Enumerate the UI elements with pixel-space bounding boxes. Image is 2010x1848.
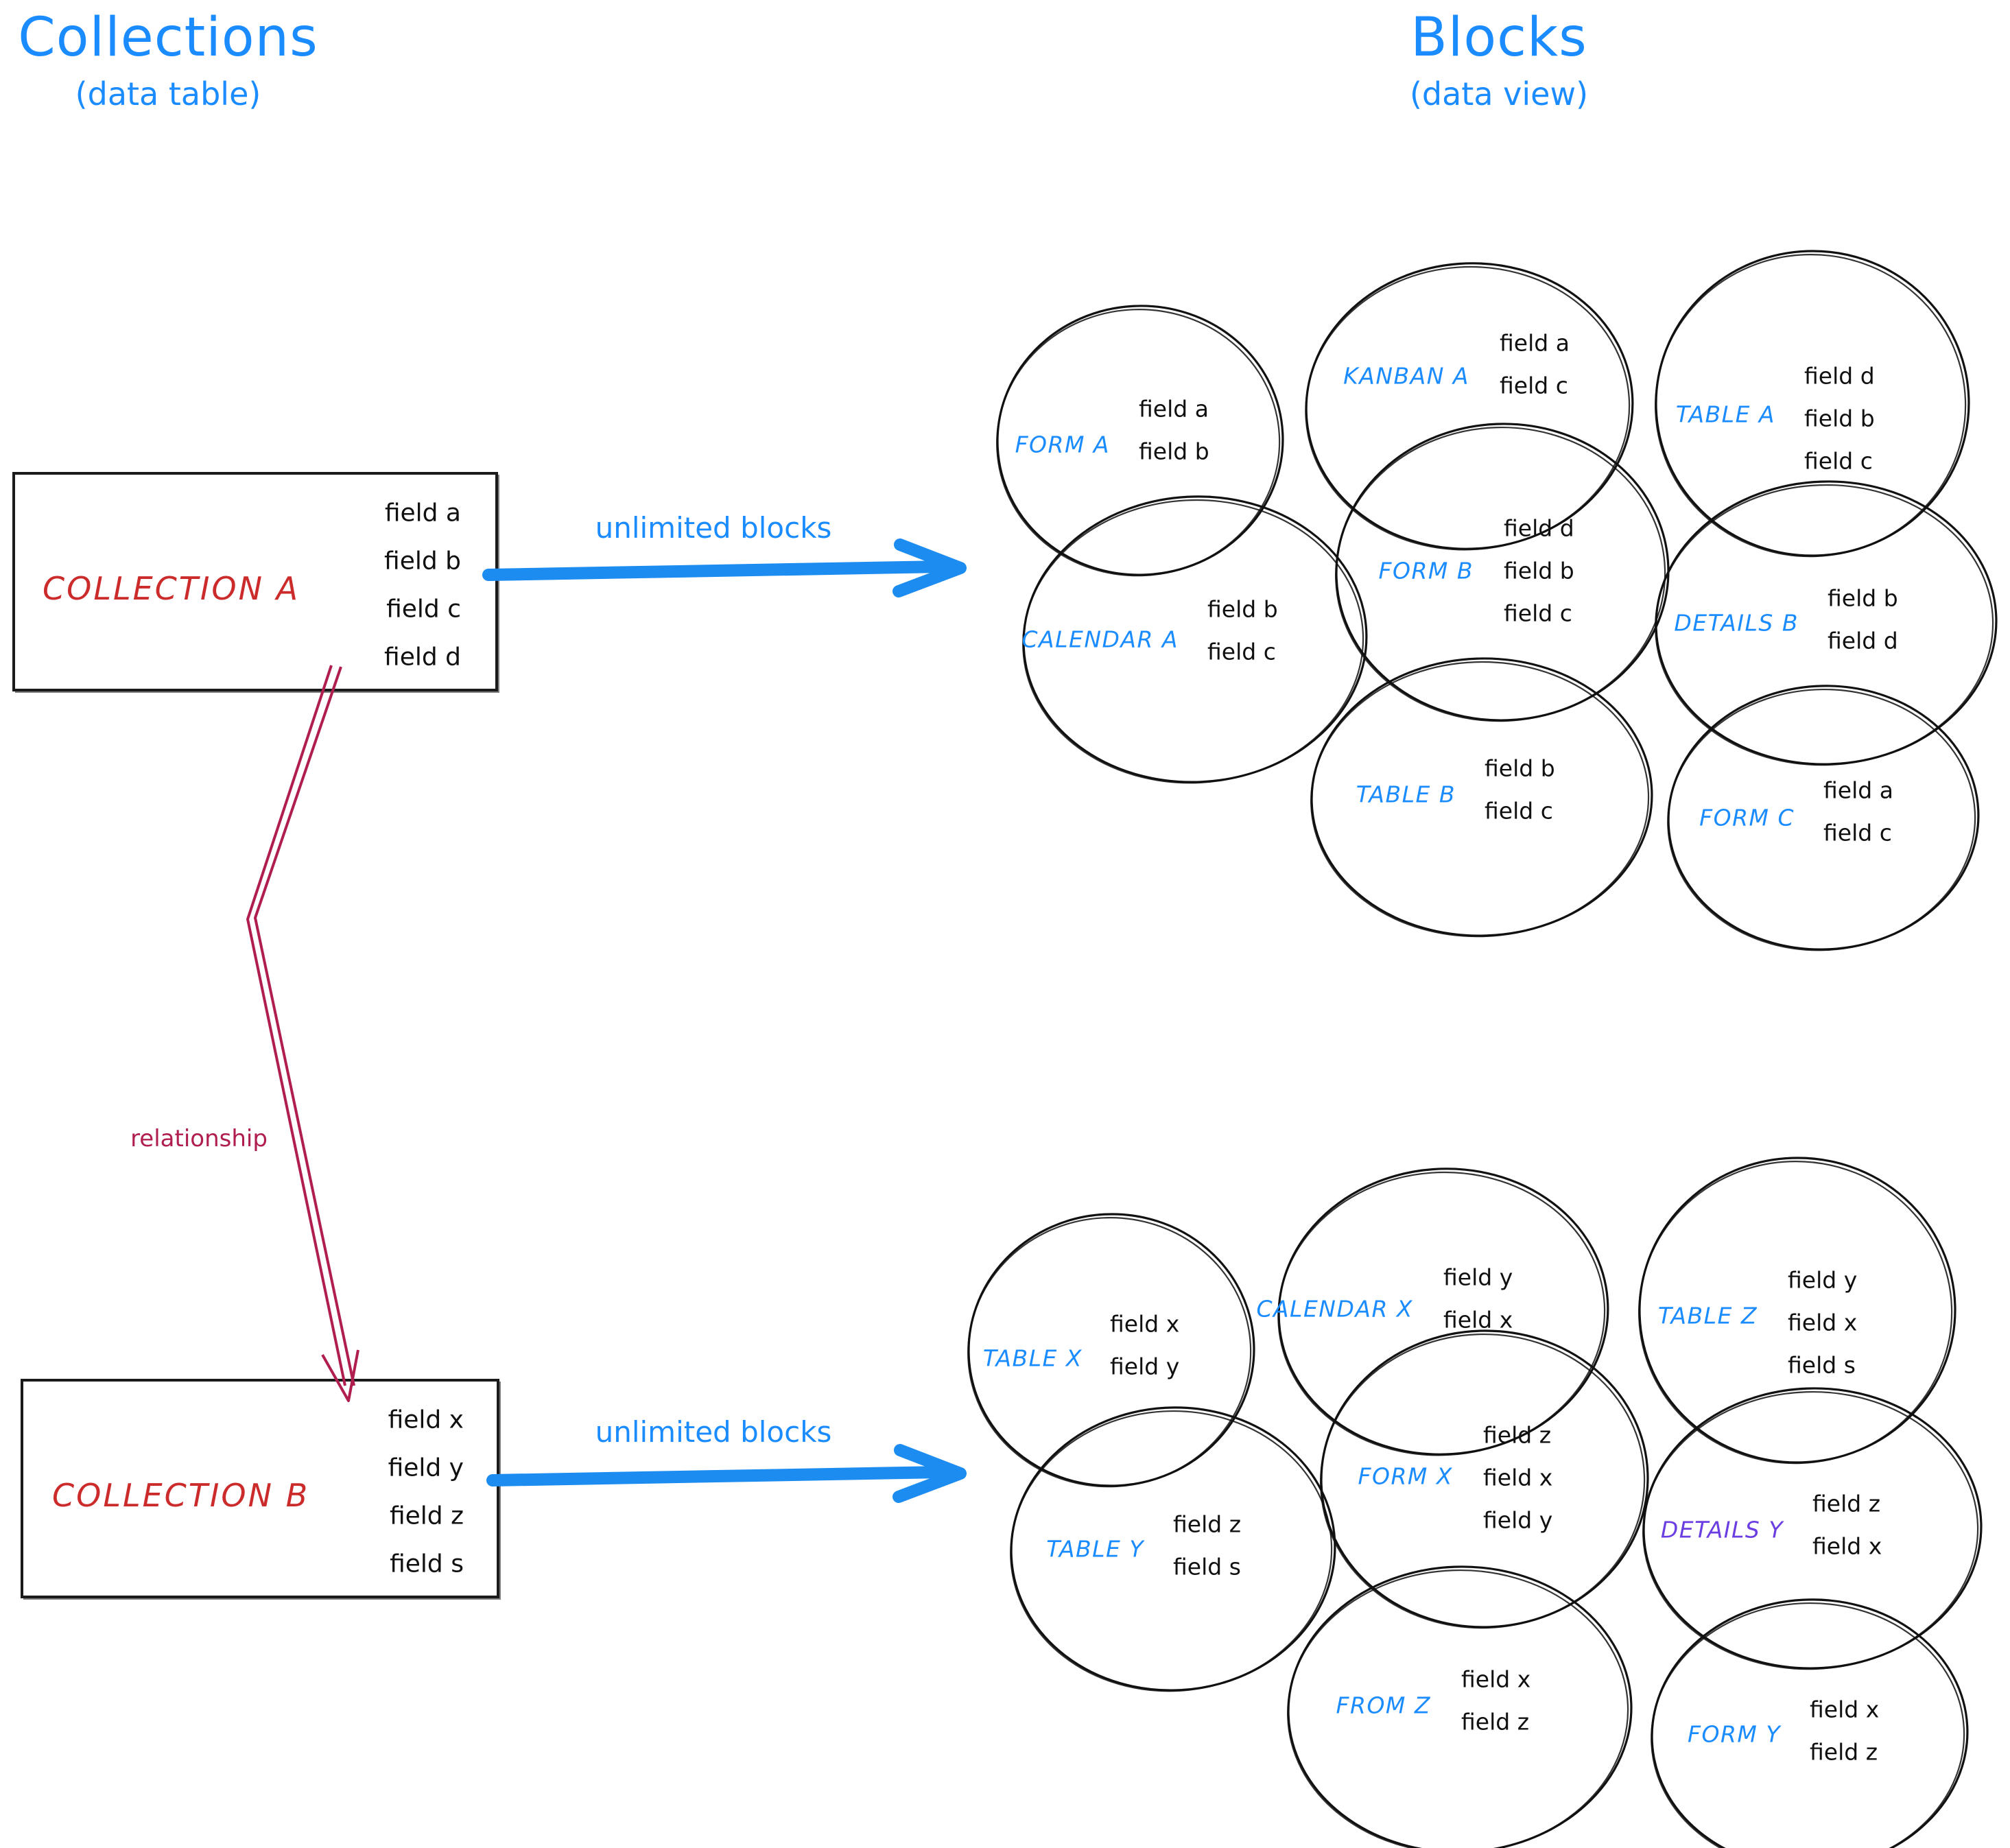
collection-a-box[interactable]	[12, 472, 498, 691]
block-field: field d	[1828, 627, 1898, 654]
block-field: field d	[1804, 362, 1875, 390]
block-field: field y	[1443, 1264, 1513, 1291]
block-ellipse[interactable]	[1296, 252, 1642, 560]
arrow-label-a: unlimited blocks	[595, 511, 832, 545]
block-field: field b	[1804, 405, 1875, 432]
arrow-label-b: unlimited blocks	[595, 1415, 832, 1449]
block-field: field c	[1207, 638, 1276, 665]
block-field: field y	[1788, 1266, 1858, 1294]
block-field: field z	[1810, 1738, 1878, 1766]
unlimited-blocks-arrow-a	[482, 538, 967, 597]
block-field: field x	[1461, 1666, 1531, 1693]
collection-a-field-2: field c	[386, 595, 461, 624]
block-field: field x	[1443, 1306, 1513, 1334]
block-field: field x	[1812, 1532, 1882, 1560]
block-name-table-y: TABLE Y	[1046, 1535, 1144, 1563]
collection-a-field-3: field d	[384, 643, 461, 672]
block-field: field c	[1504, 600, 1572, 627]
block-name-table-z: TABLE Z	[1657, 1302, 1758, 1329]
block-field: field y	[1483, 1506, 1553, 1534]
block-field: field c	[1500, 372, 1568, 399]
block-field: field z	[1483, 1421, 1552, 1449]
page-subtitle-collections: (data table)	[75, 75, 261, 112]
block-field: field y	[1110, 1353, 1180, 1380]
relationship-connector	[246, 665, 359, 1402]
block-field: field b	[1504, 557, 1574, 584]
block-field: field a	[1823, 777, 1893, 804]
block-field: field z	[1812, 1490, 1881, 1517]
collection-a-field-1: field b	[384, 547, 461, 576]
collection-a-title: COLLECTION A	[43, 570, 300, 607]
block-field: field d	[1504, 514, 1574, 542]
block-field: field x	[1810, 1696, 1880, 1723]
collection-b-box[interactable]	[21, 1379, 499, 1598]
block-name-form-y: FORM Y	[1687, 1720, 1781, 1748]
block-name-calendar-a: CALENDAR A	[1021, 626, 1179, 653]
block-field: field z	[1461, 1708, 1530, 1736]
block-field: field c	[1823, 819, 1892, 846]
collection-a-field-0: field a	[384, 499, 461, 528]
block-name-from-z: FROM Z	[1336, 1692, 1431, 1719]
block-field: field s	[1788, 1351, 1856, 1379]
page-subtitle-blocks: (data view)	[1409, 75, 1589, 112]
block-name-details-y: DETAILS Y	[1660, 1516, 1784, 1543]
page-title-blocks: Blocks	[1410, 7, 1587, 69]
collection-b-title: COLLECTION B	[52, 1477, 310, 1514]
block-field: field a	[1139, 395, 1209, 423]
collection-b-field-3: field s	[390, 1550, 464, 1578]
block-field: field a	[1500, 329, 1570, 357]
block-field: field c	[1485, 797, 1553, 825]
block-field: field x	[1788, 1309, 1858, 1336]
block-field: field b	[1828, 584, 1898, 612]
block-field: field b	[1139, 438, 1209, 465]
unlimited-blocks-arrow-b	[486, 1444, 967, 1503]
block-name-table-a: TABLE A	[1675, 401, 1775, 428]
block-name-form-a: FORM A	[1015, 431, 1110, 458]
block-name-calendar-x: CALENDAR X	[1256, 1295, 1413, 1323]
block-name-kanban-a: KANBAN A	[1343, 362, 1469, 390]
collection-b-field-1: field y	[388, 1454, 464, 1482]
block-field: field x	[1110, 1310, 1180, 1338]
block-name-form-b: FORM B	[1378, 557, 1474, 584]
block-field: field c	[1804, 447, 1873, 475]
relationship-label: relationship	[130, 1125, 268, 1152]
block-name-table-b: TABLE B	[1356, 781, 1456, 808]
block-field: field z	[1173, 1511, 1242, 1538]
block-name-table-x: TABLE X	[982, 1344, 1083, 1372]
collection-b-field-2: field z	[389, 1502, 464, 1530]
collection-b-field-0: field x	[388, 1406, 464, 1434]
block-field: field b	[1207, 595, 1278, 623]
block-name-form-c: FORM C	[1699, 804, 1795, 831]
block-name-form-x: FORM X	[1358, 1462, 1453, 1490]
block-field: field b	[1485, 755, 1555, 782]
block-field: field s	[1173, 1553, 1241, 1580]
block-field: field x	[1483, 1464, 1553, 1491]
block-name-details-b: DETAILS B	[1674, 609, 1799, 637]
page-title-collections: Collections	[18, 7, 318, 69]
